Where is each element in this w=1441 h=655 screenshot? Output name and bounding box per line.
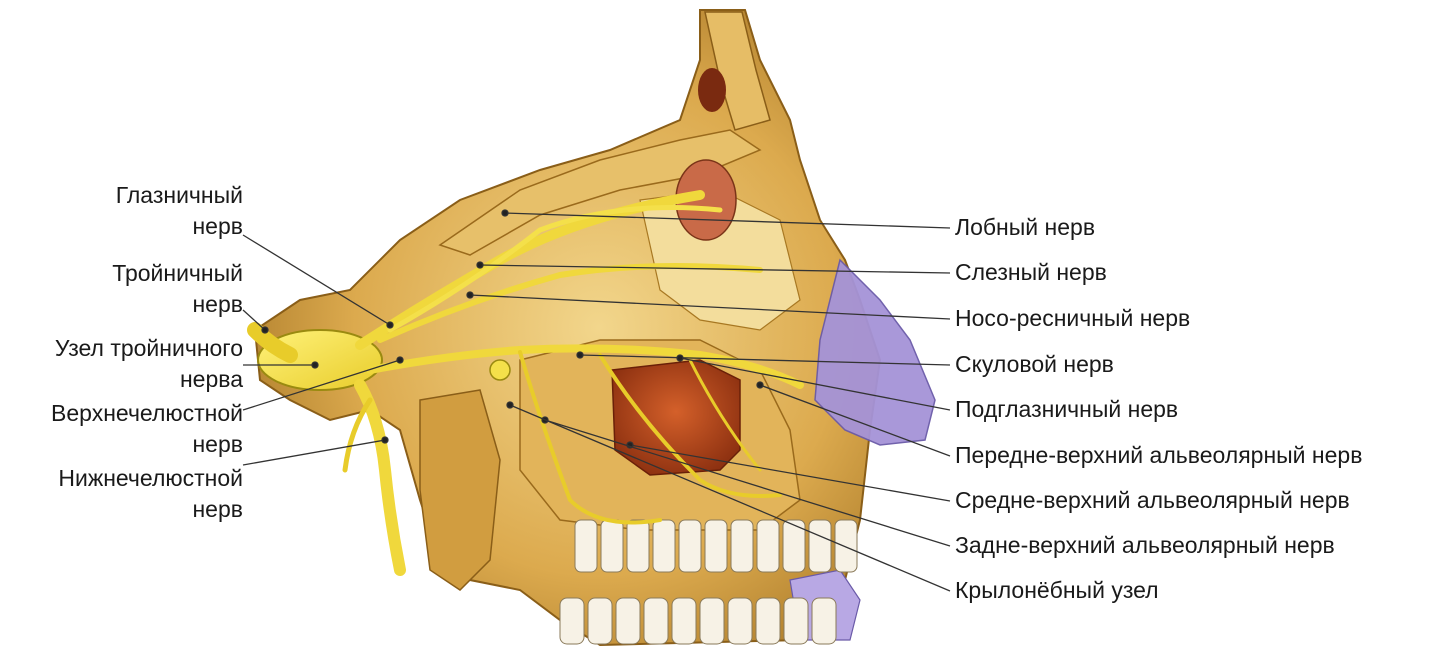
tooth (588, 598, 612, 644)
left-label-line: Верхнечелюстной (51, 398, 243, 429)
tooth (627, 520, 649, 572)
left-label-line: Узел тройничного (55, 333, 243, 364)
leader-dot (382, 437, 388, 443)
left-label-line: нерв (112, 289, 243, 320)
tooth (644, 598, 668, 644)
leader-dot (677, 355, 683, 361)
left-label-line: нерв (51, 429, 243, 460)
tooth (784, 598, 808, 644)
tooth (616, 598, 640, 644)
leader-dot (502, 210, 508, 216)
nasal-cartilage (815, 260, 935, 445)
right-label: Подглазничный нерв (955, 394, 1178, 425)
tooth (705, 520, 727, 572)
leader-dot (507, 402, 513, 408)
tooth (700, 598, 724, 644)
tooth (756, 598, 780, 644)
right-label: Носо-ресничный нерв (955, 303, 1190, 334)
tooth (731, 520, 753, 572)
tooth (601, 520, 623, 572)
left-label-line: Глазничный (116, 180, 243, 211)
tooth (757, 520, 779, 572)
leader-dot (467, 292, 473, 298)
right-label: Задне-верхний альвеолярный нерв (955, 530, 1335, 561)
leader-dot (577, 352, 583, 358)
leader-dot (312, 362, 318, 368)
left-label-line: нерв (116, 211, 243, 242)
tooth (835, 520, 857, 572)
tooth (809, 520, 831, 572)
left-label-line: нерв (58, 494, 243, 525)
leader-dot (397, 357, 403, 363)
right-label: Слезный нерв (955, 257, 1107, 288)
leader-dot (757, 382, 763, 388)
tooth (679, 520, 701, 572)
tooth (728, 598, 752, 644)
tooth (653, 520, 675, 572)
right-label: Крылонёбный узел (955, 575, 1159, 606)
left-label-line: нерва (55, 364, 243, 395)
pterygopalatine-ganglion (490, 360, 510, 380)
tooth (812, 598, 836, 644)
leader-dot (387, 322, 393, 328)
right-label: Скуловой нерв (955, 349, 1114, 380)
right-label: Лобный нерв (955, 212, 1095, 243)
right-label: Средне-верхний альвеолярный нерв (955, 485, 1350, 516)
tooth (672, 598, 696, 644)
left-label-line: Нижнечелюстной (58, 463, 243, 494)
leader-line (243, 440, 385, 465)
tooth (575, 520, 597, 572)
left-label-line: Тройничный (112, 258, 243, 289)
leader-dot (477, 262, 483, 268)
leader-dot (262, 327, 268, 333)
tooth (560, 598, 584, 644)
right-label: Передне-верхний альвеолярный нерв (955, 440, 1362, 471)
